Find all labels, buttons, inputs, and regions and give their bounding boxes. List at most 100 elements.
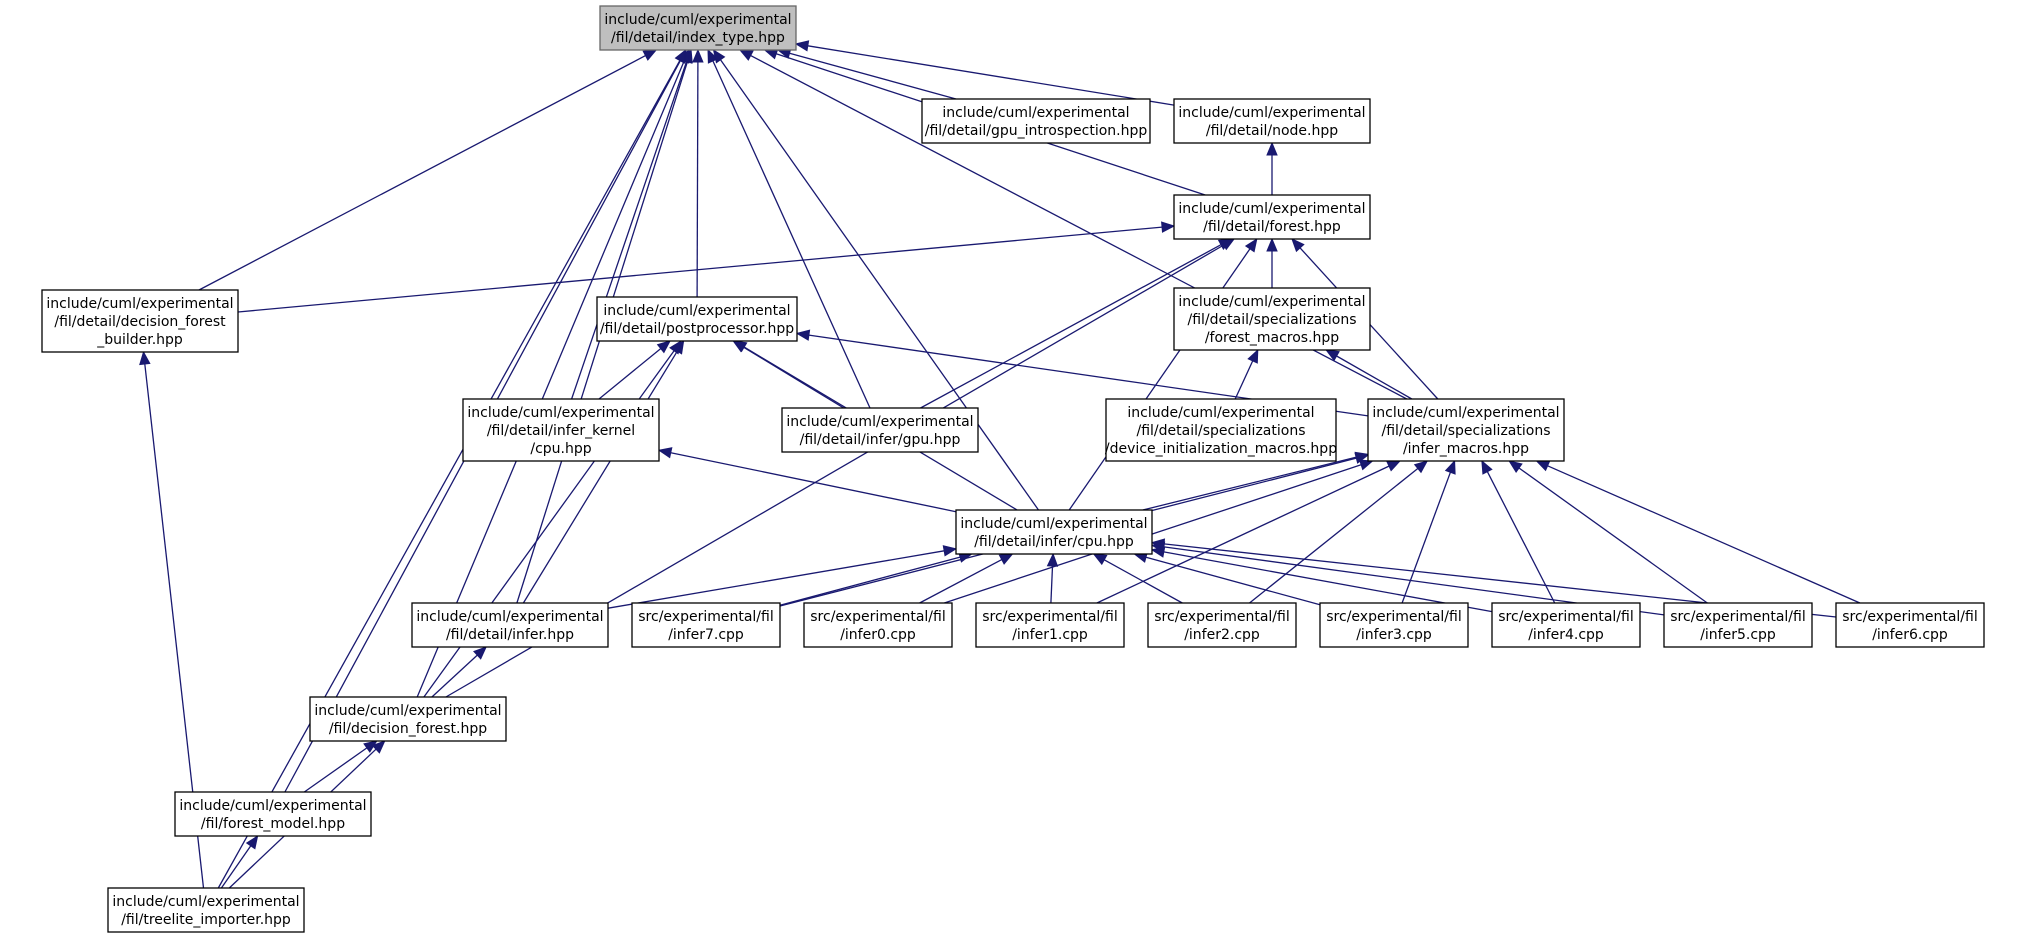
dependency-edge-infer4-to-infer_macros — [1481, 459, 1556, 604]
node-label-line: /fil/detail/specializations — [1382, 423, 1551, 439]
edge-arrowhead — [1247, 348, 1259, 364]
edge-line — [416, 60, 685, 698]
edge-arrowhead — [1150, 538, 1166, 550]
node-label-line: /infer5.cpp — [1700, 627, 1776, 643]
node-infer6[interactable]: src/experimental/fil/infer6.cpp — [1835, 602, 1985, 648]
node-label-line: include/cuml/experimental — [314, 703, 501, 719]
edge-arrowhead — [473, 646, 488, 660]
node-label-line: include/cuml/experimental — [1178, 294, 1365, 310]
node-label-line: /fil/detail/forest.hpp — [1203, 219, 1341, 235]
node-label-line: /fil/detail/infer.hpp — [446, 627, 574, 643]
edge-arrowhead — [1244, 237, 1258, 253]
node-label-line: include/cuml/experimental — [604, 12, 791, 28]
edge-arrowhead — [1386, 460, 1402, 472]
edge-line — [303, 747, 368, 793]
edge-arrowhead — [732, 340, 748, 353]
node-label-line: /infer2.cpp — [1184, 627, 1260, 643]
node-box — [955, 509, 1153, 555]
node-box — [975, 602, 1125, 648]
node-infer-macros[interactable]: include/cuml/experimental/fil/detail/spe… — [1367, 398, 1565, 462]
node-label-line: /fil/detail/infer_kernel — [487, 423, 635, 439]
node-label-line: /fil/detail/postprocessor.hpp — [600, 321, 794, 337]
node-treelite-importer[interactable]: include/cuml/experimental/fil/treelite_i… — [107, 887, 305, 933]
dependency-edge-forest_model-to-decision_forest — [303, 740, 378, 793]
edge-arrowhead — [1220, 238, 1236, 251]
edge-line — [807, 45, 1175, 106]
node-infer5[interactable]: src/experimental/fil/infer5.cpp — [1663, 602, 1813, 648]
dependency-edge-postprocessor-to-index_type — [692, 48, 704, 298]
node-box — [41, 289, 239, 353]
edge-arrowhead — [795, 329, 811, 341]
dependency-edge-infer5-to-infer_macros — [1508, 460, 1708, 604]
dependency-edge-decision_forest-to-infer_hpp — [431, 646, 488, 698]
node-box — [596, 296, 798, 342]
dependency-edge-decision_forest-to-index_type — [416, 48, 690, 698]
node-infer1[interactable]: src/experimental/fil/infer1.cpp — [975, 602, 1125, 648]
node-box — [921, 98, 1151, 144]
dependency-edge-infer7-to-infer_cpu — [779, 551, 973, 606]
edge-line — [1142, 456, 1357, 511]
node-label-line: include/cuml/experimental — [112, 894, 299, 910]
node-box — [462, 398, 660, 462]
node-box — [1663, 602, 1813, 648]
node-label-line: /fil/detail/specializations — [1137, 423, 1306, 439]
node-infer4[interactable]: src/experimental/fil/infer4.cpp — [1491, 602, 1641, 648]
node-label-line: /infer1.cpp — [1012, 627, 1088, 643]
node-label-line: /fil/decision_forest.hpp — [329, 721, 487, 737]
edge-line — [598, 348, 662, 400]
node-forest-macros[interactable]: include/cuml/experimental/fil/detail/spe… — [1173, 287, 1371, 351]
edge-arrowhead — [738, 49, 754, 61]
edge-line — [670, 452, 957, 513]
node-label-line: /fil/detail/gpu_introspection.hpp — [925, 123, 1148, 139]
node-forest-model[interactable]: include/cuml/experimental/fil/forest_mod… — [174, 791, 372, 837]
node-label-line: /fil/detail/node.hpp — [1206, 123, 1338, 139]
dependency-edge-node-to-index_type — [794, 40, 1175, 106]
node-label-line: /infer3.cpp — [1356, 627, 1432, 643]
node-label-line: include/cuml/experimental — [942, 105, 1129, 121]
edge-line — [920, 244, 1222, 409]
edge-arrowhead — [657, 447, 673, 459]
edge-arrowhead — [139, 350, 151, 366]
node-decision-forest[interactable]: include/cuml/experimental/fil/decision_f… — [309, 696, 507, 742]
edge-line — [696, 61, 699, 298]
edge-line — [1096, 465, 1390, 604]
node-label-line: include/cuml/experimental — [1178, 105, 1365, 121]
node-label-line: include/cuml/experimental — [416, 609, 603, 625]
node-label-line: include/cuml/experimental — [46, 296, 233, 312]
node-label-line: include/cuml/experimental — [179, 798, 366, 814]
node-infer3[interactable]: src/experimental/fil/infer3.cpp — [1319, 602, 1469, 648]
node-infer7[interactable]: src/experimental/fil/infer7.cpp — [631, 602, 781, 648]
dependency-edge-infer4-to-infer_cpu — [1150, 546, 1493, 613]
dependency-edge-infer6-to-infer_macros — [1535, 460, 1861, 604]
node-label-line: include/cuml/experimental — [786, 414, 973, 430]
edge-arrowhead — [1481, 459, 1493, 475]
node-label-line: /fil/detail/infer/gpu.hpp — [800, 432, 961, 448]
edges-layer — [139, 40, 1861, 889]
edge-line — [607, 550, 945, 609]
node-infer0[interactable]: src/experimental/fil/infer0.cpp — [803, 602, 953, 648]
node-node[interactable]: include/cuml/experimental/fil/detail/nod… — [1173, 98, 1371, 144]
node-infer-cpu[interactable]: include/cuml/experimental/fil/detail/inf… — [955, 509, 1153, 555]
node-postprocessor[interactable]: include/cuml/experimental/fil/detail/pos… — [596, 296, 798, 342]
edge-arrowhead — [1266, 141, 1278, 156]
node-infer-gpu[interactable]: include/cuml/experimental/fil/detail/inf… — [781, 407, 979, 453]
node-infer2[interactable]: src/experimental/fil/infer2.cpp — [1147, 602, 1297, 648]
node-label-line: include/cuml/experimental — [1372, 405, 1559, 421]
dependency-edge-treelite_importer-to-forest_model — [220, 834, 259, 889]
node-decision-forest-builder[interactable]: include/cuml/experimental/fil/detail/dec… — [41, 289, 239, 353]
nodes-layer: include/cuml/experimental/fil/detail/ind… — [41, 5, 1985, 933]
node-forest[interactable]: include/cuml/experimental/fil/detail/for… — [1173, 194, 1371, 240]
dependency-edge-infer2-to-infer_macros — [1249, 460, 1429, 604]
edge-arrowhead — [1046, 552, 1059, 567]
node-gpu-introspection[interactable]: include/cuml/experimental/fil/detail/gpu… — [921, 98, 1151, 144]
edge-line — [431, 654, 478, 698]
node-infer-kernel-cpu[interactable]: include/cuml/experimental/fil/detail/inf… — [462, 398, 660, 462]
edge-arrowhead — [1354, 452, 1370, 464]
node-label-line: src/experimental/fil — [1326, 609, 1461, 625]
edge-line — [1249, 467, 1419, 604]
node-device-init-macros[interactable]: include/cuml/experimental/fil/detail/spe… — [1105, 398, 1337, 462]
node-label-line: src/experimental/fil — [1498, 609, 1633, 625]
node-index-type[interactable]: include/cuml/experimental/fil/detail/ind… — [599, 5, 797, 51]
edge-line — [719, 59, 1040, 511]
node-infer-hpp[interactable]: include/cuml/experimental/fil/detail/inf… — [411, 602, 609, 648]
